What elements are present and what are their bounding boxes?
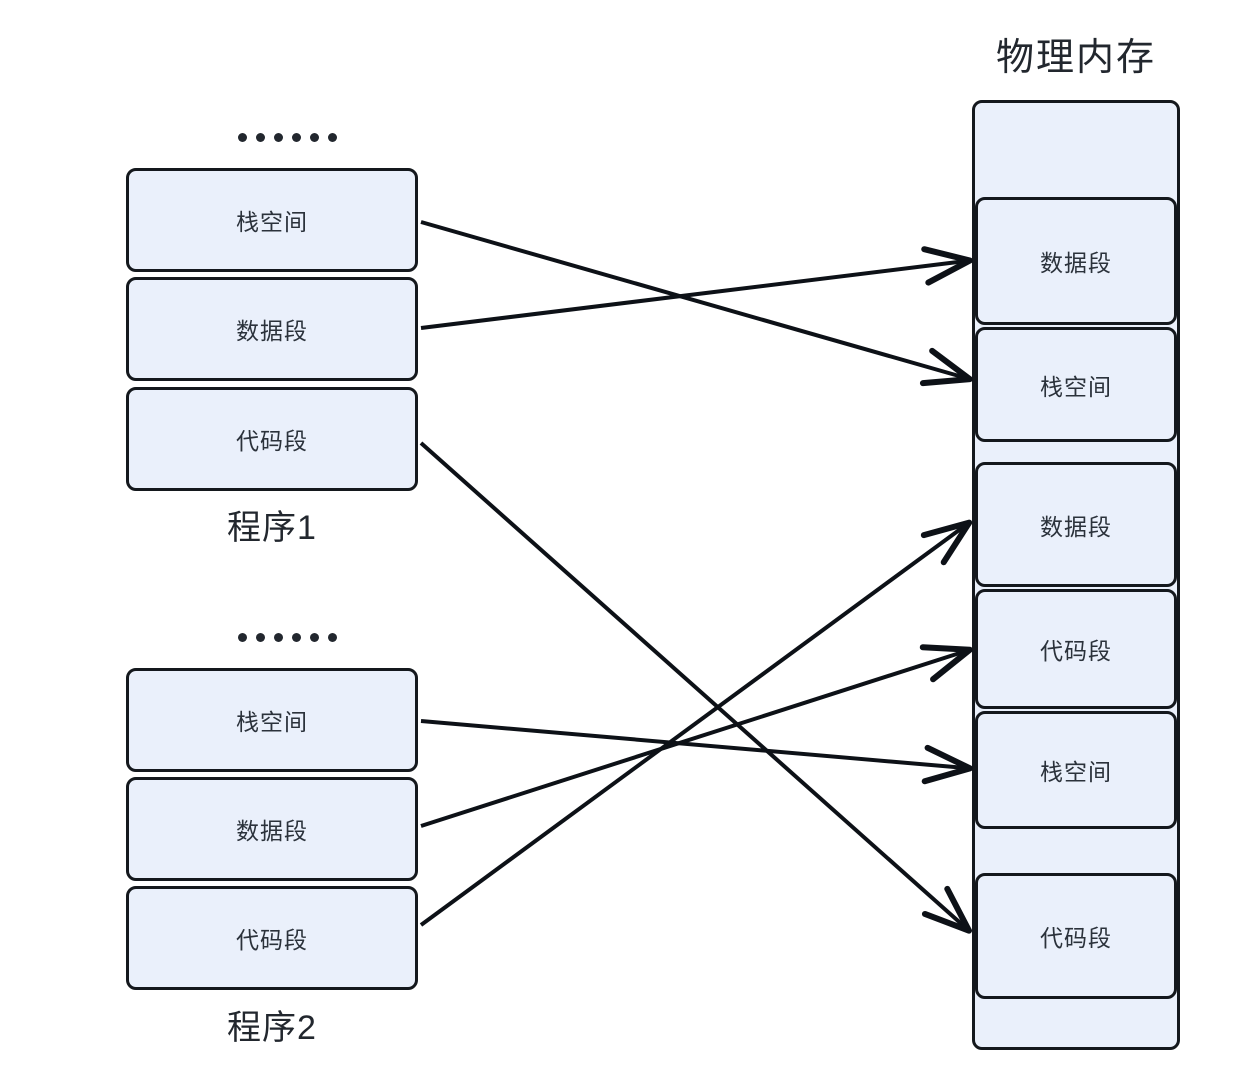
ellipsis-dot bbox=[238, 133, 247, 142]
ellipsis-dot bbox=[328, 133, 337, 142]
program-1-segment-data[interactable]: 数据段 bbox=[126, 277, 418, 381]
memory-cell-1-data[interactable]: 数据段 bbox=[975, 197, 1177, 325]
ellipsis-dot bbox=[310, 133, 319, 142]
memory-cell-9-free[interactable] bbox=[975, 1001, 1177, 1047]
memory-cell-8-code[interactable]: 代码段 bbox=[975, 873, 1177, 999]
program-2-segment-code[interactable]: 代码段 bbox=[126, 886, 418, 990]
ellipsis-dot bbox=[274, 633, 283, 642]
memory-cell-3-free[interactable] bbox=[975, 443, 1177, 461]
program-2-segment-data[interactable]: 数据段 bbox=[126, 777, 418, 881]
memory-cell-2-stack[interactable]: 栈空间 bbox=[975, 327, 1177, 442]
memory-cell-5-code[interactable]: 代码段 bbox=[975, 589, 1177, 709]
arrow-p1-code-to-mem-code bbox=[419, 441, 972, 934]
program-2-segment-stack[interactable]: 栈空间 bbox=[126, 668, 418, 772]
memory-cell-7-free[interactable] bbox=[975, 831, 1177, 871]
arrow-p1-data-to-mem-data bbox=[420, 246, 973, 330]
memory-cell-6-stack[interactable]: 栈空间 bbox=[975, 711, 1177, 829]
ellipsis-dot bbox=[310, 633, 319, 642]
program-2-label: 程序2 bbox=[227, 1009, 317, 1047]
arrow-p2-stack-to-mem-stack bbox=[420, 719, 973, 785]
memory-cell-4-data[interactable]: 数据段 bbox=[975, 462, 1177, 587]
ellipsis-dot bbox=[274, 133, 283, 142]
program-1-ellipsis bbox=[238, 133, 337, 142]
memory-cell-0-free[interactable] bbox=[975, 103, 1177, 195]
ellipsis-dot bbox=[256, 133, 265, 142]
arrow-p1-stack-to-mem-stack bbox=[420, 220, 973, 387]
program-1-segment-stack[interactable]: 栈空间 bbox=[126, 168, 418, 272]
arrow-p2-data-to-mem-code bbox=[420, 644, 973, 828]
program-1-segment-code[interactable]: 代码段 bbox=[126, 387, 418, 491]
ellipsis-dot bbox=[328, 633, 337, 642]
physical-memory-title: 物理内存 bbox=[995, 37, 1156, 79]
arrow-p2-code-to-mem-data bbox=[419, 519, 973, 927]
program-1-label: 程序1 bbox=[227, 509, 317, 547]
ellipsis-dot bbox=[238, 633, 247, 642]
ellipsis-dot bbox=[292, 133, 301, 142]
program-2-ellipsis bbox=[238, 633, 337, 642]
ellipsis-dot bbox=[292, 633, 301, 642]
ellipsis-dot bbox=[256, 633, 265, 642]
